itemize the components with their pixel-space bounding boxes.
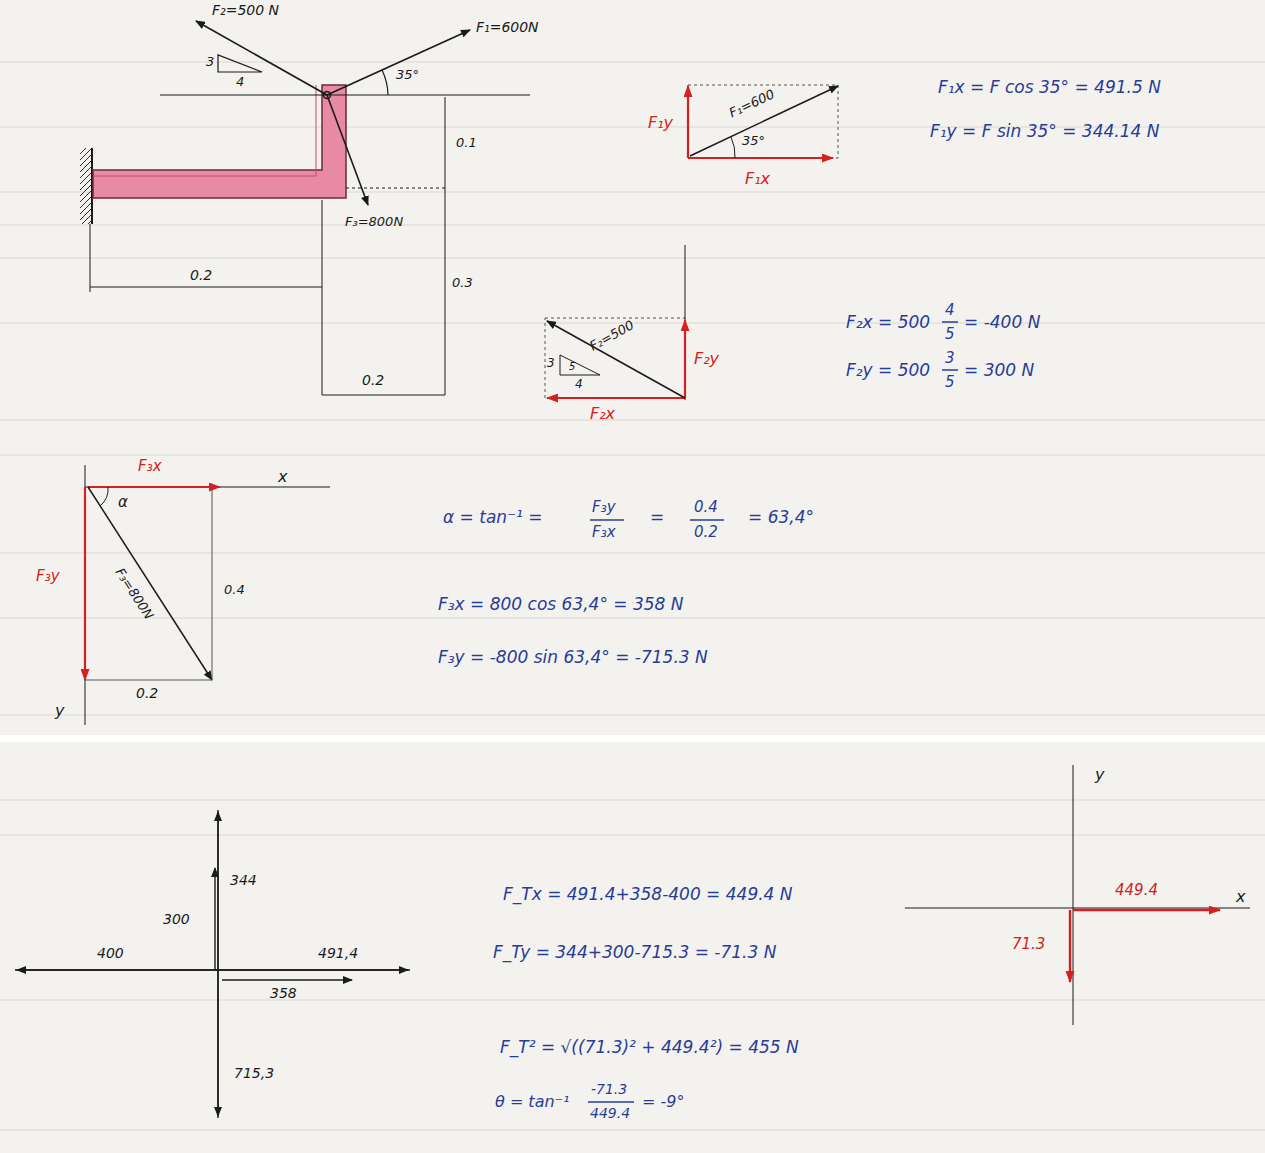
equation-text: α = tan⁻¹ = [443, 508, 543, 527]
fraction-number: -71.3 [591, 1082, 627, 1097]
slope-number: 3 [206, 55, 214, 69]
fraction-number: 5 [945, 326, 955, 343]
force-label: F₂=500 N [212, 3, 279, 18]
angle-label: 35° [396, 68, 419, 82]
force-label: F₁=600N [476, 20, 539, 35]
equation-text: θ = tan⁻¹ [495, 1093, 569, 1111]
value-label: 400 [97, 946, 124, 961]
axis-label: x [1236, 888, 1245, 906]
slope-number: 5 [569, 361, 575, 372]
equation-text: F₃x = 800 cos 63,4° = 358 N [438, 595, 684, 614]
fraction-number: F₃y [592, 499, 616, 516]
equation-text: F₂y = 500 [846, 361, 930, 380]
value-label: 715,3 [234, 1066, 274, 1081]
value-label: 71.3 [1012, 936, 1045, 953]
component-label: F₁x [745, 170, 770, 188]
dimension-label: 0.3 [452, 276, 473, 290]
value-label: 358 [270, 986, 297, 1001]
fraction-number: 5 [945, 374, 955, 391]
fraction-number: F₃x [592, 524, 616, 541]
component-label: F₃y [36, 568, 60, 585]
fraction-number: 0.2 [694, 524, 718, 541]
equation-text: F_Ty = 344+300-715.3 = -71.3 N [493, 943, 776, 962]
fraction-number: 0.4 [694, 499, 718, 516]
equation-text: F₁x = F cos 35° = 491.5 N [938, 78, 1161, 97]
value-label: 491,4 [318, 946, 358, 961]
value-label: 449.4 [1115, 882, 1158, 899]
dimension-label: 0.4 [224, 583, 245, 597]
force-label: F₃=800N [345, 215, 403, 229]
fraction-number: 3 [945, 350, 955, 367]
equation-text: F₂x = 500 [846, 313, 930, 332]
slope-number: 4 [575, 378, 583, 391]
equation-text: = -400 N [964, 313, 1040, 332]
slope-number: 3 [547, 357, 555, 370]
force-label: F₂=500 [587, 318, 636, 354]
force-label: F₃=800N [112, 566, 156, 623]
axis-label: y [1095, 766, 1104, 784]
angle-label: α [118, 494, 128, 511]
component-label: F₂x [590, 405, 615, 423]
component-label: F₁y [648, 114, 673, 132]
fraction-number: 4 [945, 302, 955, 319]
force-label: F₁=600 [727, 87, 777, 120]
equation-text: F₃y = -800 sin 63,4° = -715.3 N [438, 648, 708, 667]
component-label: F₂y [694, 350, 719, 368]
dimension-label: 0.2 [190, 268, 212, 283]
dimension-label: 0.2 [136, 686, 158, 701]
angle-label: 35° [742, 134, 765, 148]
value-label: 344 [230, 873, 257, 888]
value-label: 300 [163, 912, 190, 927]
slope-number: 4 [236, 75, 244, 89]
equation-text: = 63,4° [748, 508, 814, 527]
component-label: F₃x [138, 458, 162, 475]
equation-text: F_Tx = 491.4+358-400 = 449.4 N [503, 885, 793, 904]
dimension-label: 0.1 [456, 136, 477, 150]
equation-text: F_T² = √((71.3)² + 449.4²) = 455 N [500, 1038, 799, 1057]
axis-label: x [278, 468, 287, 486]
equation-text: = -9° [642, 1093, 684, 1111]
dimension-label: 0.2 [362, 373, 384, 388]
equation-text: = [650, 508, 664, 527]
equation-text: = 300 N [964, 361, 1034, 380]
fraction-number: 449.4 [590, 1106, 630, 1121]
equation-text: F₁y = F sin 35° = 344.14 N [930, 122, 1159, 141]
axis-label: y [55, 702, 64, 720]
